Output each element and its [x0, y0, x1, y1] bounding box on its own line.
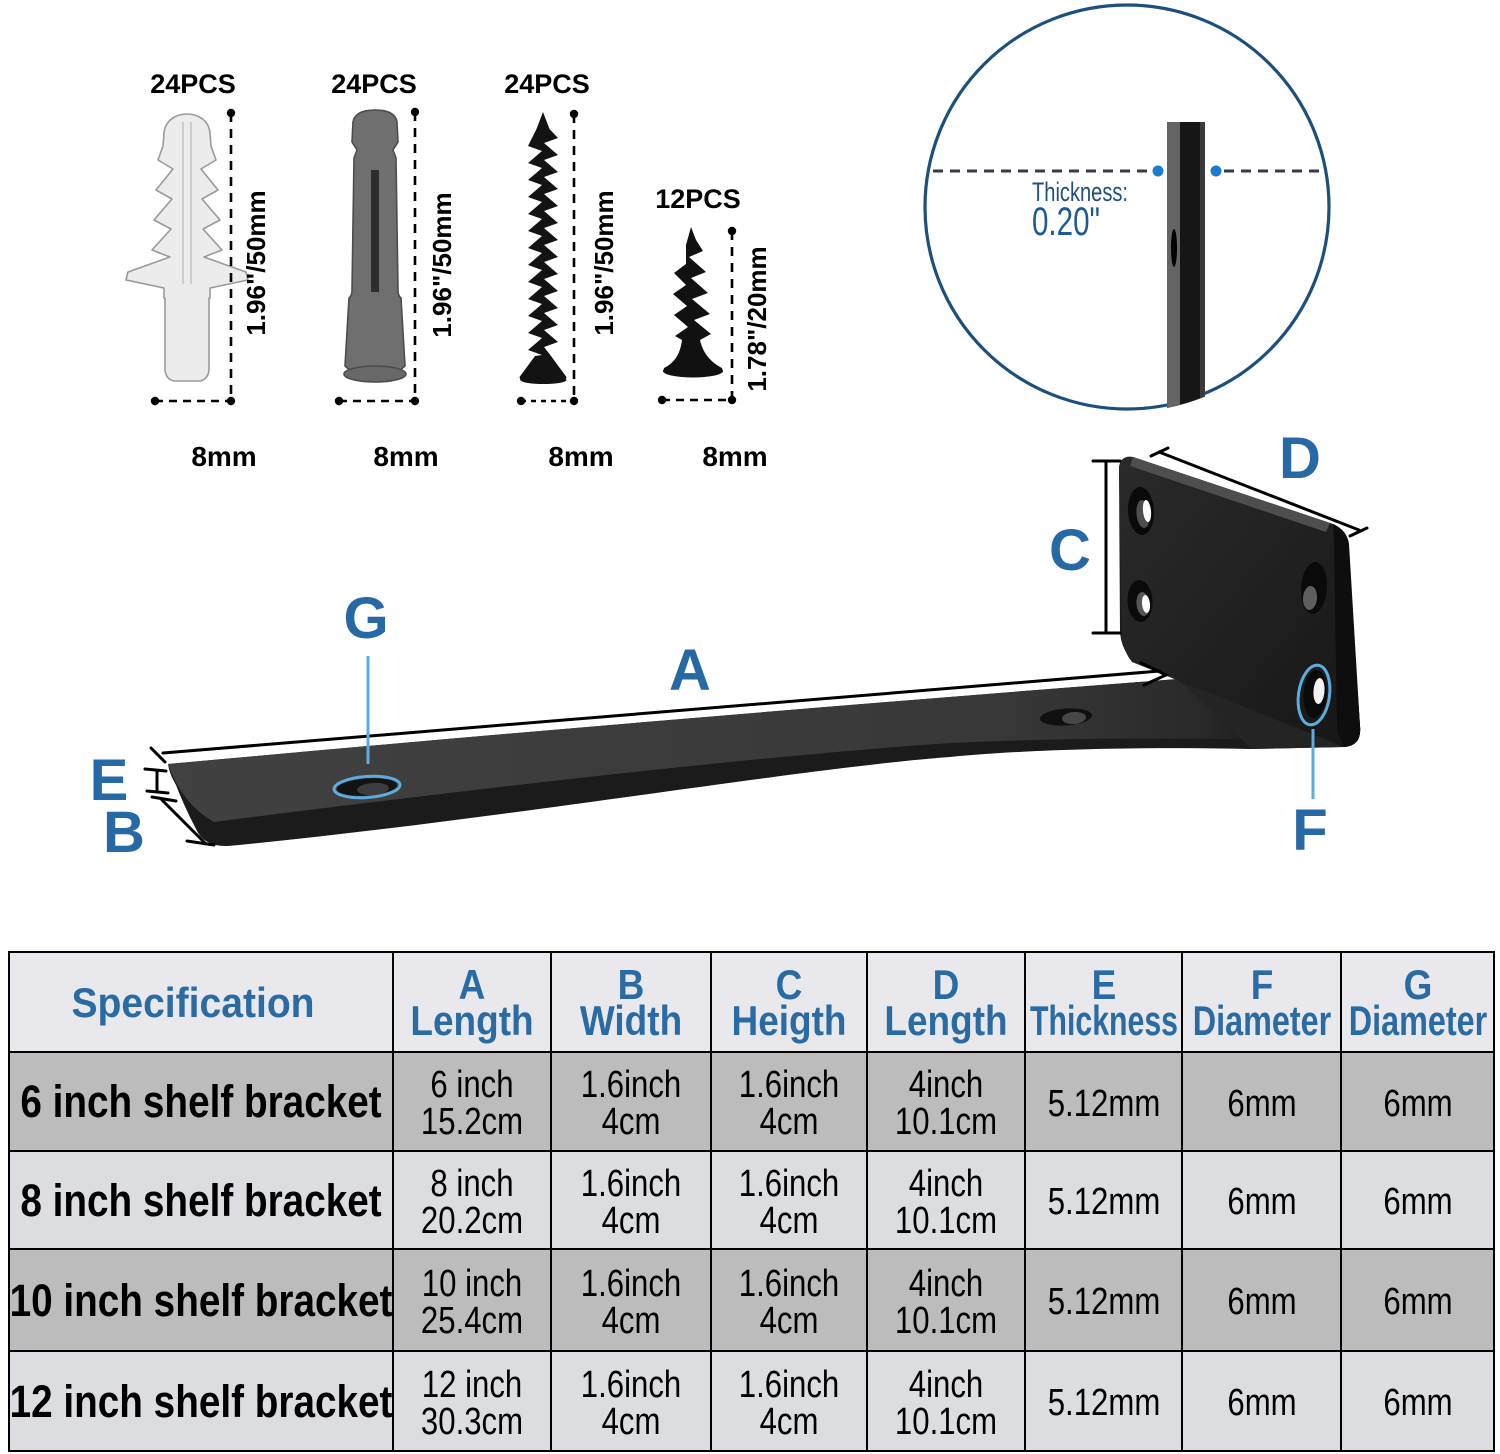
svg-text:A: A	[669, 638, 711, 703]
svg-text:8mm: 8mm	[548, 441, 613, 472]
svg-text:0.20": 0.20"	[1032, 200, 1100, 244]
svg-text:Thickness:: Thickness:	[1032, 177, 1128, 207]
svg-text:C: C	[1049, 518, 1091, 583]
svg-text:8mm: 8mm	[702, 441, 767, 472]
svg-text:8mm: 8mm	[191, 441, 256, 472]
svg-text:E: E	[90, 748, 129, 813]
svg-text:12PCS: 12PCS	[655, 184, 741, 214]
svg-text:1.96"/50mm: 1.96"/50mm	[427, 192, 457, 337]
svg-text:24PCS: 24PCS	[331, 69, 417, 99]
svg-text:8mm: 8mm	[373, 441, 438, 472]
svg-text:1.78"/20mm: 1.78"/20mm	[742, 246, 772, 391]
svg-text:24PCS: 24PCS	[150, 69, 236, 99]
svg-text:24PCS: 24PCS	[504, 69, 590, 99]
svg-text:1.96"/50mm: 1.96"/50mm	[241, 190, 271, 335]
svg-text:B: B	[103, 800, 145, 865]
svg-text:G: G	[343, 586, 388, 651]
svg-text:F: F	[1292, 798, 1327, 863]
svg-text:D: D	[1279, 426, 1321, 491]
svg-text:1.96"/50mm: 1.96"/50mm	[589, 190, 619, 335]
